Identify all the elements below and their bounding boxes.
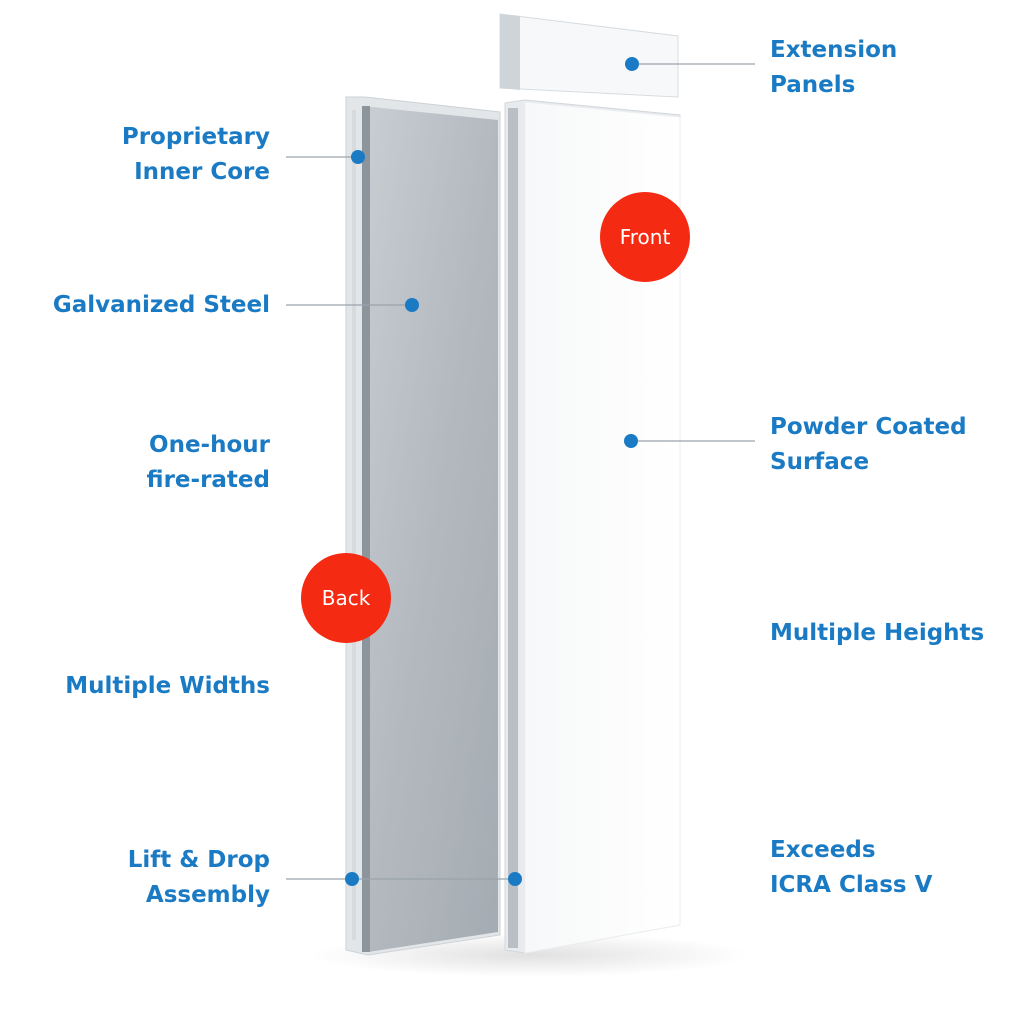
- front-badge: Front: [600, 192, 690, 282]
- label-line: Lift & Drop: [127, 847, 270, 873]
- label-lift-drop-assembly: Lift & Drop Assembly: [128, 843, 270, 913]
- label-line: Multiple Widths: [65, 673, 270, 699]
- front-panel: [504, 99, 681, 954]
- label-powder-coated-surface: Powder Coated Surface: [770, 410, 967, 480]
- callout-dot-inner-core: [351, 150, 365, 164]
- callout-dot-lift-drop-front: [508, 872, 522, 886]
- callout-dot-powder-coated: [624, 434, 638, 448]
- label-line: Panels: [770, 72, 856, 98]
- leader-lines: [286, 63, 755, 880]
- extension-panel: [499, 13, 679, 98]
- label-line: Multiple Heights: [770, 620, 985, 646]
- callout-dot-lift-drop-back: [345, 872, 359, 886]
- label-line: Assembly: [145, 882, 270, 908]
- label-line: Inner Core: [134, 159, 270, 185]
- label-extension-panels: Extension Panels: [770, 33, 897, 103]
- label-proprietary-inner-core: Proprietary Inner Core: [122, 120, 270, 190]
- label-line: Exceeds: [770, 837, 876, 863]
- back-badge: Back: [301, 553, 391, 643]
- label-multiple-heights: Multiple Heights: [770, 616, 984, 651]
- label-line: ICRA Class V: [770, 872, 933, 898]
- back-panel: [345, 96, 501, 956]
- label-galvanized-steel: Galvanized Steel: [53, 288, 270, 323]
- label-line: Surface: [770, 449, 870, 475]
- label-line: Extension: [770, 37, 898, 63]
- label-one-hour-fire-rated: One-hour fire-rated: [147, 428, 270, 498]
- callout-dot-extension-panels: [625, 57, 639, 71]
- label-line: One-hour: [149, 432, 270, 458]
- callout-dot-galvanized-steel: [405, 298, 419, 312]
- label-multiple-widths: Multiple Widths: [65, 669, 270, 704]
- label-line: Proprietary: [121, 124, 270, 150]
- label-line: Powder Coated: [770, 414, 967, 440]
- label-line: fire-rated: [146, 467, 270, 493]
- label-exceeds-icra: Exceeds ICRA Class V: [770, 833, 932, 903]
- label-line: Galvanized Steel: [52, 292, 270, 318]
